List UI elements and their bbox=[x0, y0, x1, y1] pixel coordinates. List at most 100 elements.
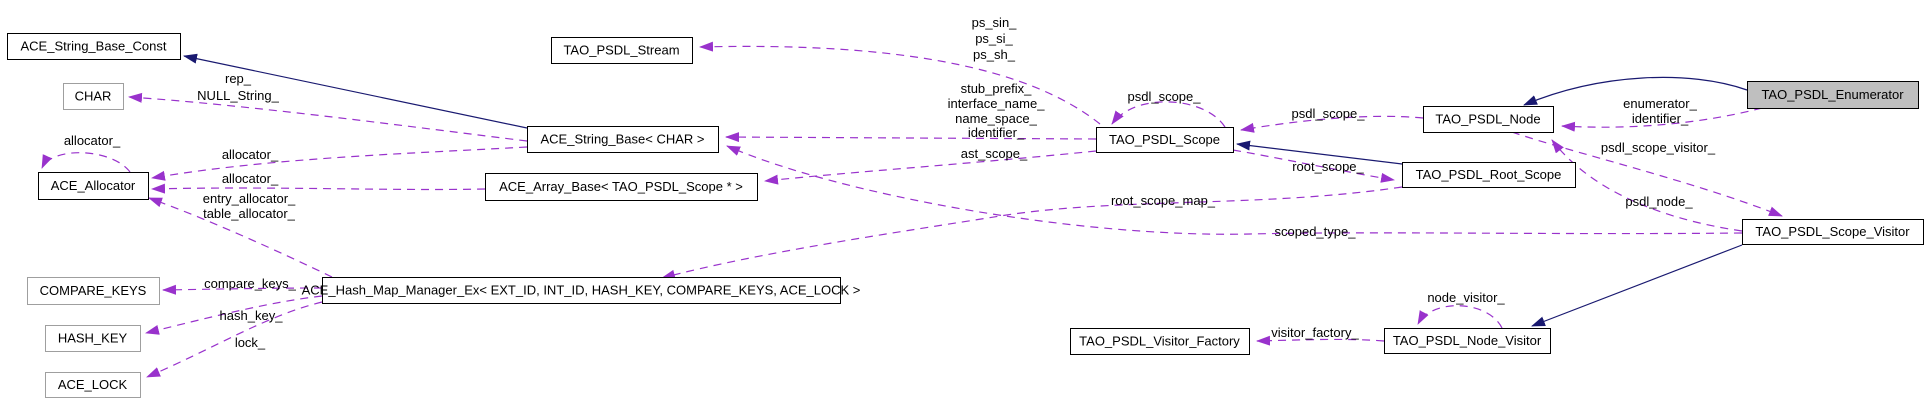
edge-names-to-string-base bbox=[725, 132, 1097, 143]
node-hash-key: HASH_KEY bbox=[45, 325, 141, 352]
node-label: TAO_PSDL_Node bbox=[1435, 112, 1540, 127]
node-box bbox=[27, 277, 160, 305]
node-box bbox=[45, 325, 141, 352]
node-label: TAO_PSDL_Visitor_Factory bbox=[1079, 334, 1240, 349]
edge-label-compare-keys: compare_keys_ bbox=[204, 276, 297, 291]
edge-label-allocator: allocator_ bbox=[222, 171, 279, 186]
node-compare-keys: COMPARE_KEYS bbox=[27, 277, 160, 305]
node-label: TAO_PSDL_Node_Visitor bbox=[1393, 333, 1542, 348]
edge-label-visitor-factory: visitor_factory_ bbox=[1271, 325, 1359, 340]
edge-label-name-space: name_space_ bbox=[955, 111, 1037, 126]
edge-label-scoped-type: scoped_type_ bbox=[1275, 224, 1357, 239]
edge-root-scope-map-edge bbox=[661, 186, 1403, 280]
edge-label-psdl-scope: psdl_scope_ bbox=[1128, 89, 1202, 104]
edge-allocator-from-array-base bbox=[151, 183, 486, 194]
edge-allocator-self-loop bbox=[41, 152, 131, 173]
edge-label-allocator: allocator_ bbox=[222, 147, 279, 162]
edge-psdl-scope-visitor-edge bbox=[1511, 131, 1783, 217]
node-tao-psdl-enumerator: TAO_PSDL_Enumerator bbox=[1747, 81, 1919, 109]
node-ace-array-base[interactable]: ACE_Array_Base< TAO_PSDL_Scope * > bbox=[485, 173, 758, 201]
node-tao-psdl-node-visitor[interactable]: TAO_PSDL_Node_Visitor bbox=[1384, 328, 1551, 354]
node-label: TAO_PSDL_Scope_Visitor bbox=[1755, 224, 1910, 239]
edge-enumerator-identifier-edge bbox=[1561, 107, 1763, 132]
edge-label-allocator: allocator_ bbox=[64, 133, 121, 148]
node-box[interactable] bbox=[1423, 106, 1554, 133]
node-ace-string-base-const[interactable]: ACE_String_Base_Const bbox=[7, 33, 181, 60]
edge-label-entry-allocator: entry_allocator_ bbox=[203, 191, 296, 206]
edge-scoped-type-edge bbox=[726, 145, 1743, 235]
edge-lock-edge bbox=[146, 301, 323, 378]
node-tao-psdl-visitor-factory[interactable]: TAO_PSDL_Visitor_Factory bbox=[1070, 328, 1250, 355]
edge-label-enumerator: enumerator_ bbox=[1623, 96, 1697, 111]
edge-label-psdl-scope-visitor: psdl_scope_visitor_ bbox=[1601, 140, 1716, 155]
edge-rep-null-string bbox=[128, 92, 528, 142]
node-box[interactable] bbox=[1402, 162, 1576, 188]
edge-label-stub-prefix: stub_prefix_ bbox=[961, 81, 1033, 96]
node-label: ACE_String_Base_Const bbox=[21, 39, 167, 54]
edge-compare-keys-edge bbox=[162, 284, 323, 295]
edge-visitor-factory-edge bbox=[1256, 335, 1385, 346]
node-label: ACE_Hash_Map_Manager_Ex< EXT_ID, INT_ID,… bbox=[302, 283, 861, 298]
node-box[interactable] bbox=[1384, 328, 1551, 354]
edge-psdl-scope-from-node bbox=[1240, 115, 1424, 133]
node-label: ACE_String_Base< CHAR > bbox=[540, 132, 704, 147]
node-label: TAO_PSDL_Enumerator bbox=[1761, 87, 1904, 102]
node-box[interactable] bbox=[485, 173, 758, 201]
edge-hash-key-edge bbox=[145, 295, 323, 335]
edge-label-identifier: identifier_ bbox=[1632, 111, 1689, 126]
edge-entry-table-allocator bbox=[148, 197, 333, 278]
edge-label-hash-key: hash_key_ bbox=[220, 308, 284, 323]
node-tao-psdl-scope[interactable]: TAO_PSDL_Scope bbox=[1096, 127, 1234, 153]
node-label: TAO_PSDL_Scope bbox=[1109, 132, 1220, 147]
node-box[interactable] bbox=[1742, 219, 1924, 245]
node-box[interactable] bbox=[38, 172, 149, 200]
node-char: CHAR bbox=[63, 83, 124, 110]
edge-enumerator-inherits-node bbox=[1523, 76, 1748, 106]
edge-label-table-allocator: table_allocator_ bbox=[203, 206, 296, 221]
node-label: HASH_KEY bbox=[58, 331, 128, 346]
edge-label-root-scope-map: root_scope_map_ bbox=[1111, 193, 1216, 208]
edge-psdl-scope-self-loop bbox=[1111, 101, 1226, 128]
node-tao-psdl-scope-visitor[interactable]: TAO_PSDL_Scope_Visitor bbox=[1742, 219, 1924, 245]
edge-label-psdl-scope: psdl_scope_ bbox=[1292, 106, 1366, 121]
node-tao-psdl-stream[interactable]: TAO_PSDL_Stream bbox=[551, 37, 693, 64]
node-label: TAO_PSDL_Stream bbox=[563, 43, 679, 58]
node-ace-hash-map[interactable]: ACE_Hash_Map_Manager_Ex< EXT_ID, INT_ID,… bbox=[302, 277, 861, 304]
node-label: ACE_Allocator bbox=[51, 178, 136, 193]
node-tao-psdl-root-scope[interactable]: TAO_PSDL_Root_Scope bbox=[1402, 162, 1576, 188]
node-box[interactable] bbox=[7, 33, 181, 60]
edge-label-NULL-String: NULL_String_ bbox=[197, 88, 279, 103]
node-box bbox=[63, 83, 124, 110]
node-label: COMPARE_KEYS bbox=[40, 283, 147, 298]
edge-node-visitor-self-loop bbox=[1417, 305, 1503, 329]
edge-label-interface-name: interface_name_ bbox=[948, 96, 1046, 111]
node-ace-string-base[interactable]: ACE_String_Base< CHAR > bbox=[527, 126, 719, 153]
node-box[interactable] bbox=[322, 277, 841, 304]
edge-label-identifier: identifier_ bbox=[968, 125, 1025, 140]
edge-label-ast-scope: ast_scope_ bbox=[961, 146, 1028, 161]
node-box[interactable] bbox=[1070, 328, 1250, 355]
edge-label-ps-sh: ps_sh_ bbox=[973, 47, 1016, 62]
node-tao-psdl-node[interactable]: TAO_PSDL_Node bbox=[1423, 106, 1554, 133]
edge-scope-visitor-inherits-node-visitor bbox=[1531, 244, 1743, 327]
node-ace-allocator[interactable]: ACE_Allocator bbox=[38, 172, 149, 200]
edge-label-psdl-node: psdl_node_ bbox=[1625, 194, 1693, 209]
node-label: ACE_Array_Base< TAO_PSDL_Scope * > bbox=[499, 179, 743, 194]
edge-psdl-node-edge bbox=[1551, 139, 1743, 232]
edge-label-lock: lock_ bbox=[235, 335, 266, 350]
node-box[interactable] bbox=[551, 37, 693, 64]
edge-label-ps-sin: ps_sin_ bbox=[972, 15, 1018, 30]
edge-ps-stream-edge bbox=[699, 41, 1101, 125]
node-box[interactable] bbox=[527, 126, 719, 153]
edge-allocator-from-string-base bbox=[151, 146, 528, 181]
node-ace-lock: ACE_LOCK bbox=[45, 372, 141, 398]
node-label: TAO_PSDL_Root_Scope bbox=[1416, 167, 1562, 182]
edge-ast-scope-edge bbox=[764, 150, 1097, 185]
edge-label-ps-si: ps_si_ bbox=[975, 31, 1013, 46]
edge-root-scope-inherits-scope bbox=[1236, 140, 1403, 165]
edge-string-base-inherits-const bbox=[183, 53, 528, 129]
node-box[interactable] bbox=[1096, 127, 1234, 153]
edge-label-root-scope: root_scope_ bbox=[1292, 159, 1364, 174]
